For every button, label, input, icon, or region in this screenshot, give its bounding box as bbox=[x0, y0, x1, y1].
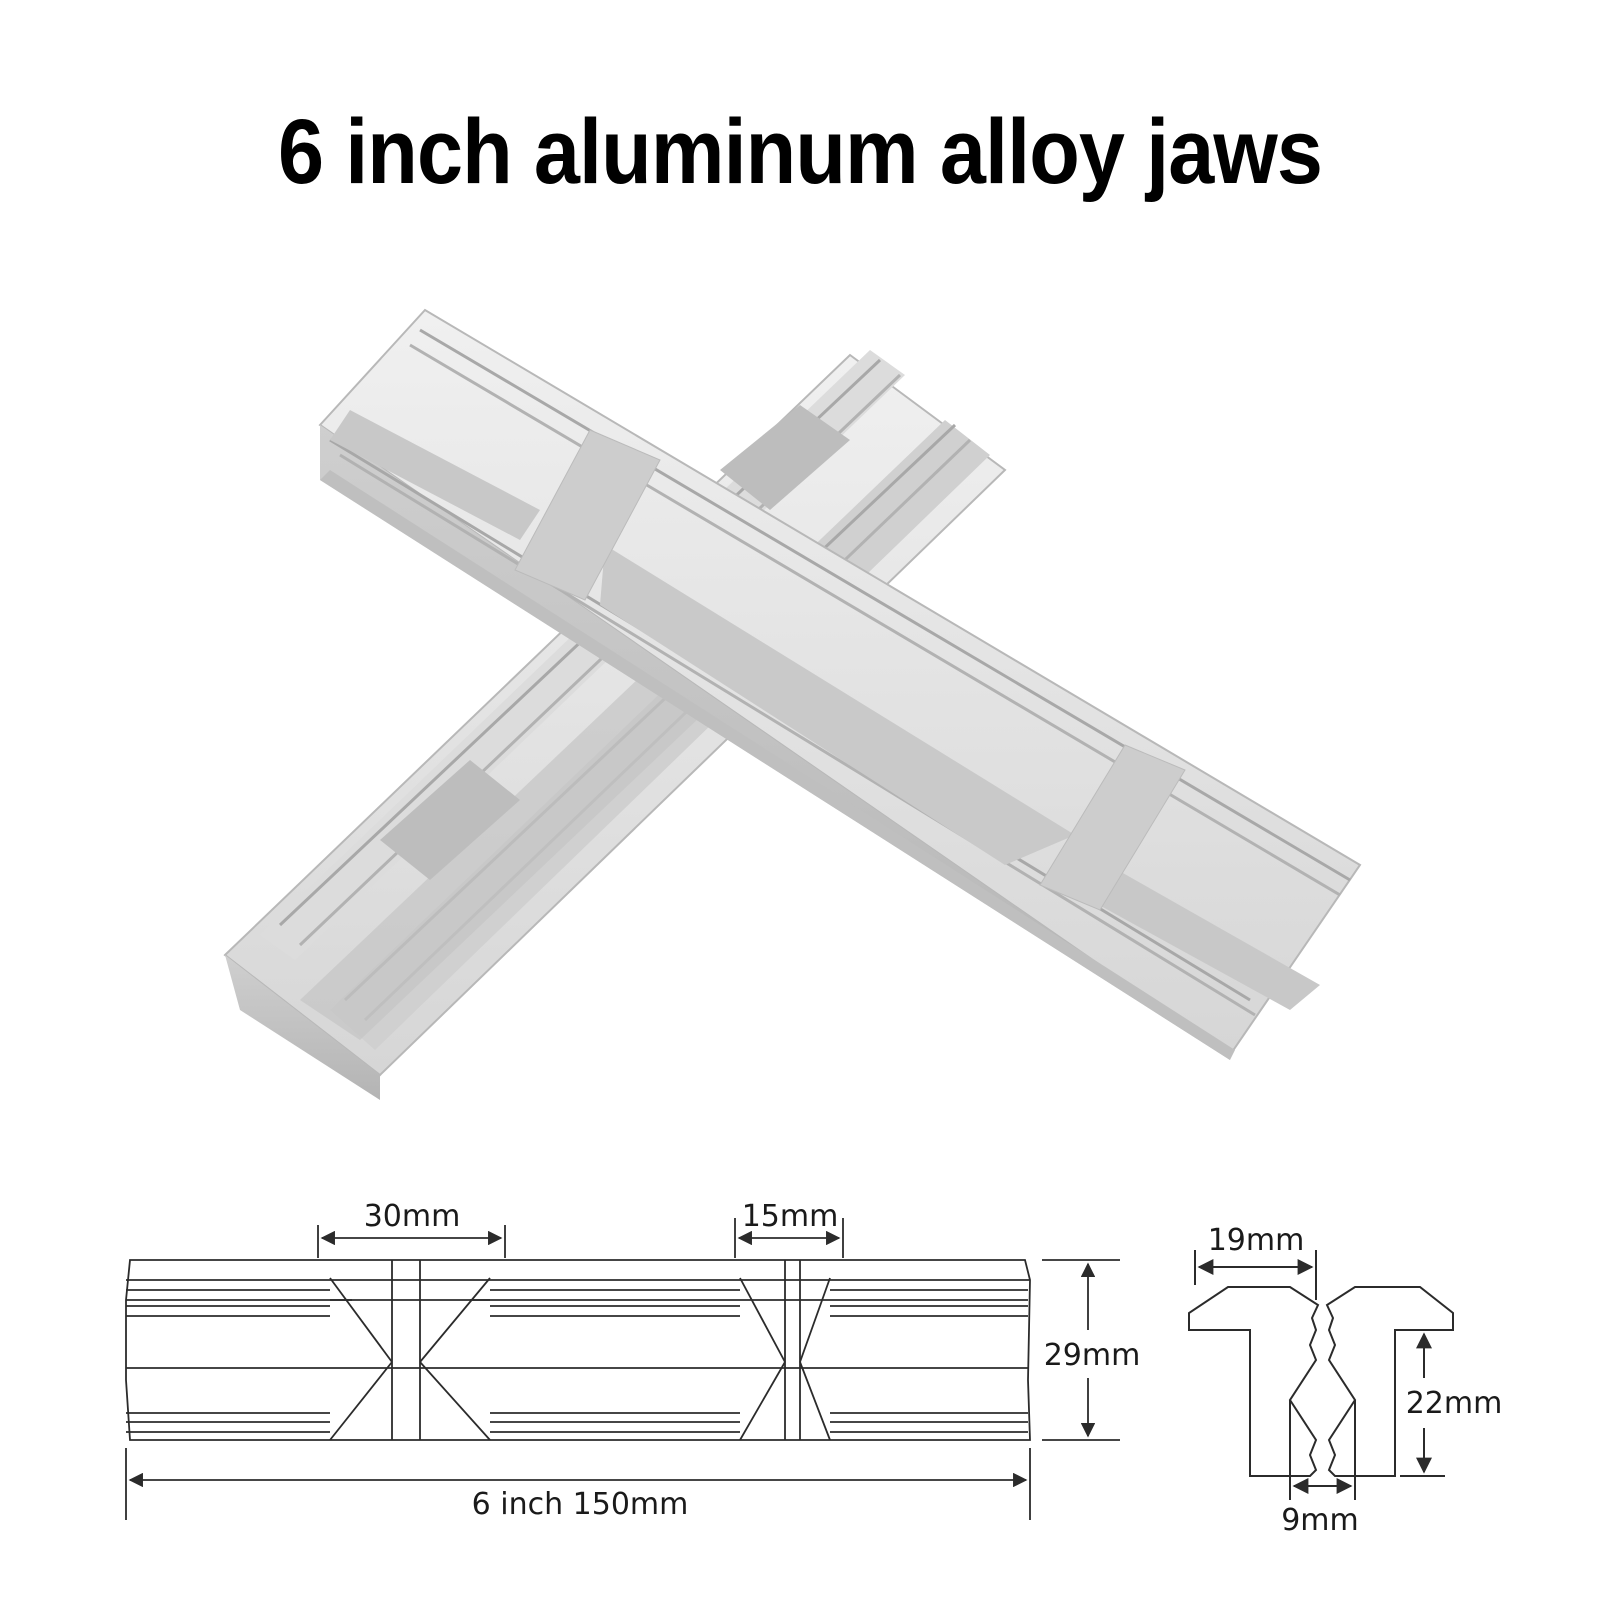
slot-width-label: 30mm bbox=[364, 1199, 461, 1234]
length-label: 6 inch 150mm bbox=[472, 1487, 689, 1522]
side-view-drawing bbox=[125, 1218, 1120, 1520]
profile-view-drawing bbox=[1188, 1250, 1454, 1500]
front-jaw bbox=[318, 308, 1362, 1060]
top-width-label: 19mm bbox=[1208, 1223, 1305, 1258]
height-label: 29mm bbox=[1044, 1338, 1141, 1373]
gap-label: 9mm bbox=[1281, 1503, 1359, 1538]
product-photo bbox=[223, 308, 1362, 1100]
page-title: 6 inch aluminum alloy jaws bbox=[277, 101, 1323, 203]
groove-width-label: 15mm bbox=[742, 1199, 839, 1234]
leg-height-label: 22mm bbox=[1406, 1386, 1503, 1421]
